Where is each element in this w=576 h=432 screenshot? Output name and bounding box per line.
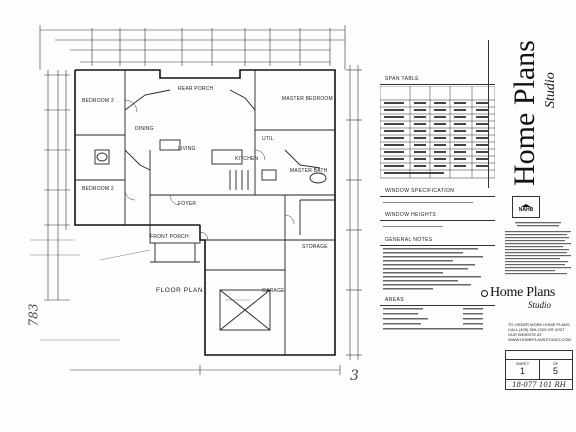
sheet-info-table: SHEET 1 OF 5 18-077 101 RH [505,350,573,390]
home-plans-logo-text: Home Plans [490,285,556,300]
room-label-living: LIVING [178,146,196,152]
room-label-rear-porch: REAR PORCH [178,86,214,92]
general-notes-text [383,248,483,290]
general-notes-heading: GENERAL NOTES [385,237,433,243]
license-text-block [505,222,571,275]
window-heights-rule [380,220,495,221]
svg-text:Home Plans: Home Plans [508,40,541,186]
areas-heading: AREAS [385,297,404,303]
studio-logo-script: Studio [528,300,552,310]
nahb-badge: NAHB [512,196,540,218]
sheet-table-row-rule-2 [506,379,572,380]
window-specification-heading: WINDOW SPECIFICATION [385,188,455,194]
room-label-master-bath: MASTER BATH [290,168,328,174]
plan-number: 18-077 101 RH [512,381,566,389]
home-plans-logo-mark [481,290,488,297]
areas-rule [380,305,495,306]
general-notes-rule [380,245,495,246]
window-spec-rule [380,196,495,197]
sheet-label: SHEET [515,361,530,366]
window-heights-line [383,226,443,227]
room-label-dining: DINING [135,126,154,132]
order-contact-text: TO ORDER MORE HOME PLANS, CALL (405) 359… [508,322,571,342]
sheet-total: 5 [552,366,558,376]
room-label-storage: STORAGE [302,244,328,250]
room-label-master-bedroom: MASTER BEDROOM [282,96,333,102]
window-spec-line [383,202,473,203]
home-plans-studio-vertical-logo: Home Plans Studio [508,40,558,186]
span-table-heading: SPAN TABLE [385,76,420,82]
room-label-bedroom3: BEDROOM 3 [82,98,114,104]
room-label-kitchen: KITCHEN [235,156,259,162]
vertical-brand-divider [488,40,489,188]
window-heights-heading: WINDOW HEIGHTS [385,212,437,218]
room-label-bedroom2: BEDROOM 2 [82,186,114,192]
span-table-rule [380,84,495,85]
room-label-front-porch: FRONT PORCH [150,234,189,240]
room-label-garage: GARAGE [262,288,285,294]
span-table-grid [380,86,495,179]
svg-text:Studio: Studio [543,72,558,108]
nahb-badge-icon [521,199,531,207]
handwritten-bottom-number: 3 [350,368,359,384]
areas-text [383,308,483,330]
nahb-badge-text: NAHB [518,207,534,213]
room-label-util: UTIL [262,136,274,142]
handwritten-left-number: 783 [26,303,41,327]
room-label-foyer: FOYER [178,201,196,207]
room-label-floor-plan: FLOOR PLAN [156,287,203,294]
sheet-of-label: OF [552,361,559,366]
sheet-table-col-rule [539,359,540,379]
sheet-number: 1 [519,366,525,376]
